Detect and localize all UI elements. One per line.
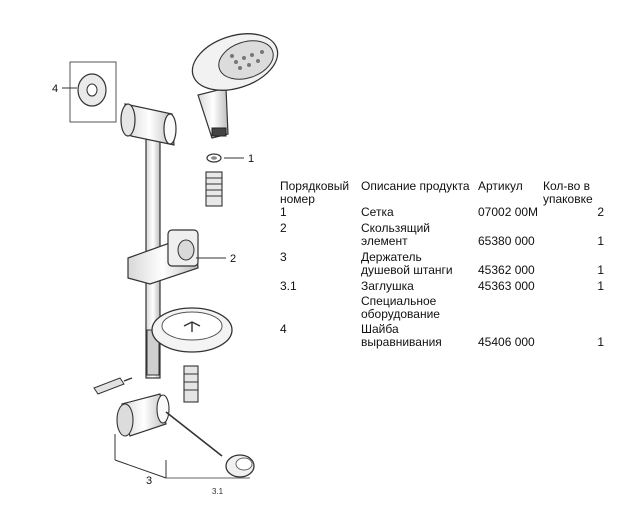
header-description: Описание продукта [361, 179, 470, 193]
row-number: 3 [280, 250, 287, 264]
header-quantity: Кол-во в упаковке [543, 179, 593, 206]
callout-1: 1 [248, 153, 254, 165]
callout-2: 2 [230, 253, 236, 265]
row-article: 45363 000 [478, 279, 535, 293]
exploded-parts-diagram: 4 1 2 [52, 33, 279, 496]
row-article: 45406 000 [478, 335, 535, 349]
washer-part-4: 4 [52, 61, 117, 123]
row-description: Сетка [361, 206, 477, 219]
row-description-line: оборудование [361, 307, 440, 321]
callout-3: 3 [146, 475, 152, 487]
hand-shower [191, 33, 279, 139]
bottom-holder-part-3: 3 3.1 [93, 377, 255, 496]
screen-part-1: 1 [205, 153, 254, 207]
row-article: 45362 000 [478, 263, 535, 277]
row-number: 4 [280, 322, 287, 336]
row-description-line: Сетка [361, 205, 394, 219]
row-description-line: Держатель [361, 250, 422, 264]
row-description-line: выравнивания [361, 335, 442, 349]
row-description-line: Заглушка [361, 279, 414, 293]
row-description: Заглушка [361, 280, 477, 293]
callout-3-1: 3.1 [212, 487, 224, 496]
slider-part-2: 2 [127, 229, 236, 285]
row-description-line: Специальное [361, 294, 437, 308]
parts-table: Порядковый номер Описание продукта Артик… [280, 180, 606, 349]
header-article: Артикул [478, 179, 523, 193]
row-number: 1 [280, 205, 287, 219]
row-quantity: 1 [597, 234, 604, 248]
row-quantity: 2 [597, 205, 604, 219]
table-header-row: Порядковый номер Описание продукта Артик… [280, 180, 606, 206]
row-quantity: 1 [597, 335, 604, 349]
row-number: 3.1 [280, 279, 297, 293]
row-description-line: душевой штанги [361, 263, 453, 277]
callout-4: 4 [52, 83, 58, 95]
header-number: Порядковый номер [280, 179, 350, 206]
row-quantity: 1 [597, 263, 604, 277]
row-quantity: 1 [597, 279, 604, 293]
row-description-line: Скользящий [361, 221, 430, 235]
row-number: 2 [280, 221, 287, 235]
soap-dish [151, 307, 233, 403]
table-row: 3.1 Заглушка 45363 000 1 [280, 280, 606, 293]
row-article: 65380 000 [478, 234, 535, 248]
row-description-line: Шайба [361, 322, 399, 336]
row-article: 07002 00M [478, 205, 539, 219]
row-description-line: элемент [361, 234, 408, 248]
top-rail-holder [120, 103, 177, 146]
table-row: 1 Сетка 07002 00M 2 [280, 206, 606, 219]
